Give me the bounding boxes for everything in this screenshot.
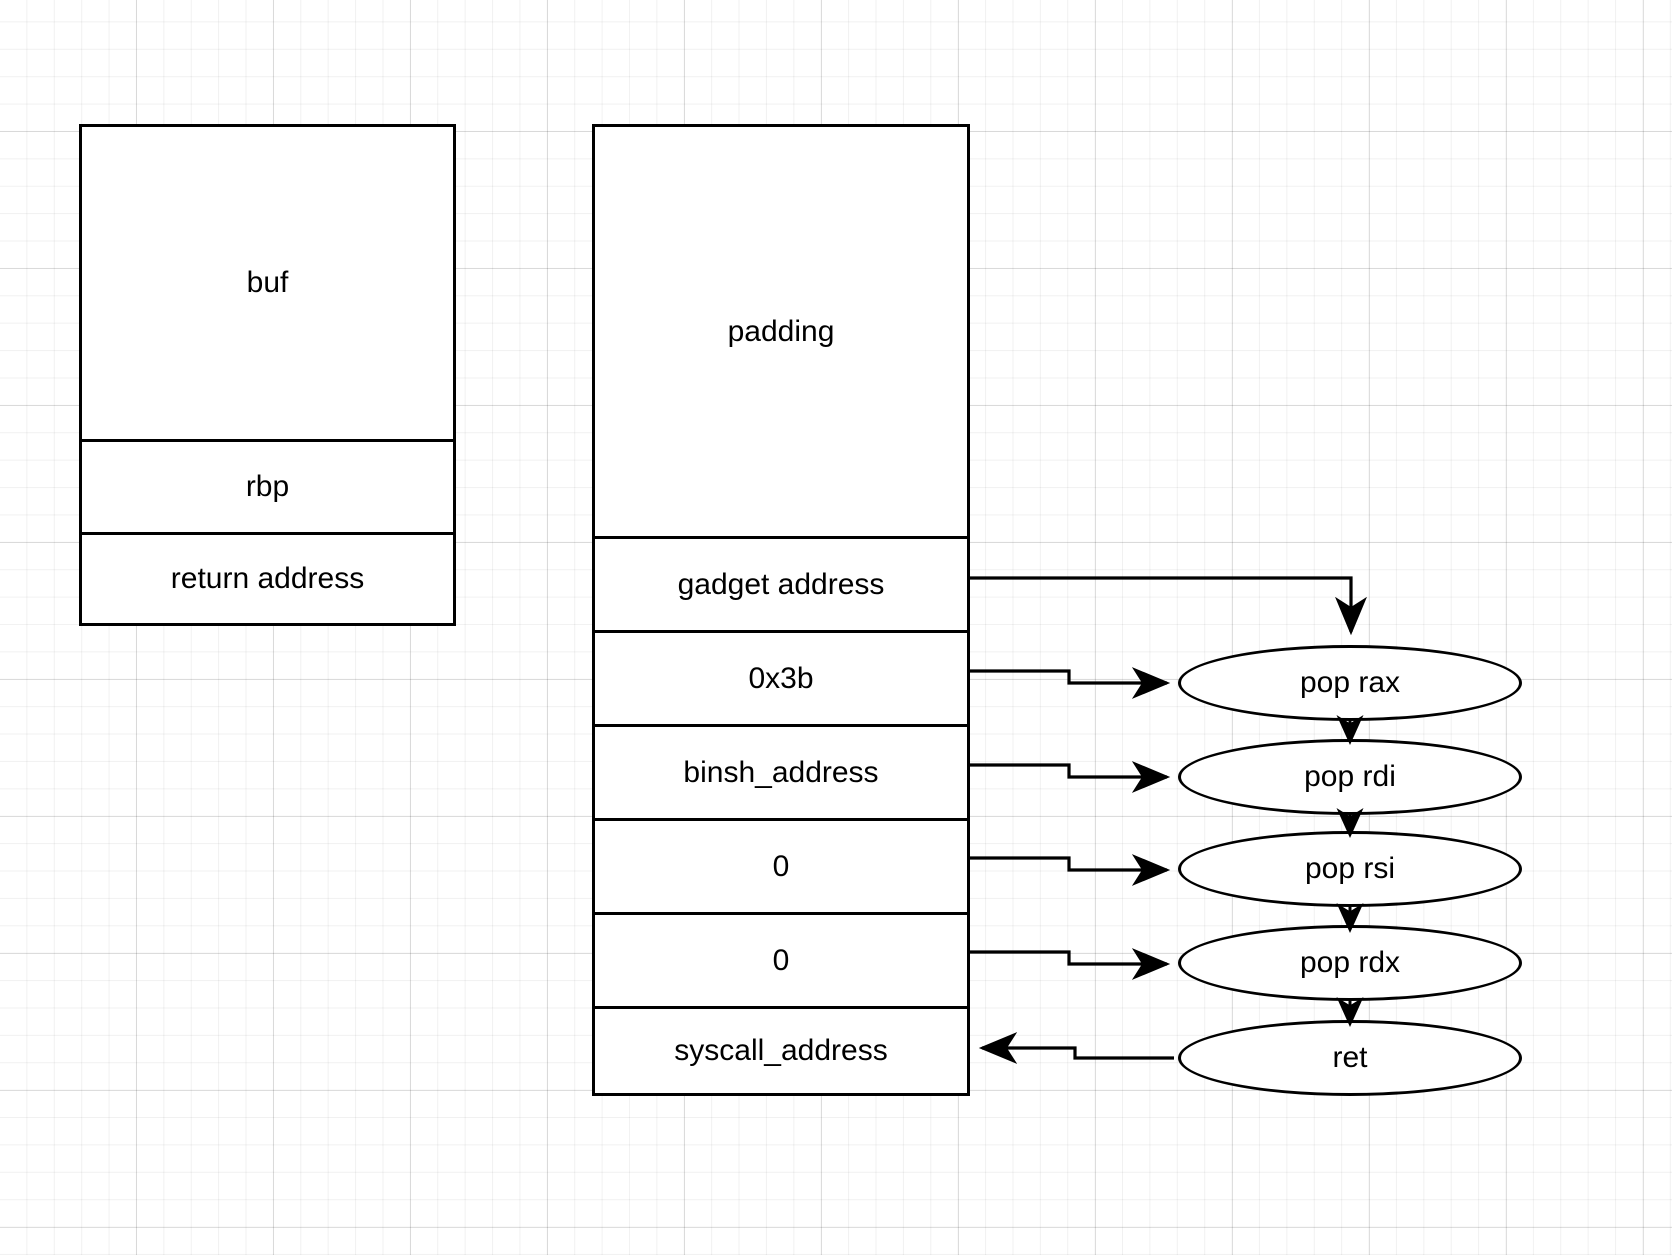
gadget-node-pop-rsi[interactable]: pop rsi xyxy=(1178,831,1522,907)
edge-zero-1-to-pop-rsi xyxy=(970,854,1171,886)
payload-cell-binsh-address[interactable]: binsh_address xyxy=(595,724,967,818)
gadget-node-pop-rax-label: pop rax xyxy=(1299,666,1401,699)
stack-cell-return-address-label: return address xyxy=(170,562,365,595)
gadget-node-ret-label: ret xyxy=(1332,1041,1368,1074)
payload-cell-zero-1[interactable]: 0 xyxy=(595,818,967,912)
payload-cell-gadget-address-label: gadget address xyxy=(677,567,885,601)
payload-cell-zero-2-label: 0 xyxy=(772,943,790,977)
gadget-node-pop-rsi-label: pop rsi xyxy=(1304,852,1396,885)
gadget-node-pop-rdx[interactable]: pop rdx xyxy=(1178,925,1522,1001)
edge-ret-to-syscall-address xyxy=(978,1032,1174,1064)
payload-cell-padding[interactable]: padding xyxy=(595,127,967,536)
edge-gadget-address-to-pop-rax xyxy=(970,576,1367,636)
payload-cell-syscall-address-label: syscall_address xyxy=(674,1033,888,1067)
gadget-node-pop-rdx-label: pop rdx xyxy=(1299,946,1401,979)
stack-cell-rbp-label: rbp xyxy=(245,470,290,503)
stack-cell-buf-label: buf xyxy=(246,266,289,299)
payload-cell-0x3b-label: 0x3b xyxy=(748,661,814,695)
stack-cell-return-address[interactable]: return address xyxy=(82,532,453,623)
payload-cell-binsh-address-label: binsh_address xyxy=(683,755,879,789)
stack-cell-rbp[interactable]: rbp xyxy=(82,439,453,532)
payload-cell-zero-2[interactable]: 0 xyxy=(595,912,967,1006)
payload-cell-gadget-address[interactable]: gadget address xyxy=(595,536,967,630)
gadget-node-pop-rdi-label: pop rdi xyxy=(1304,760,1396,793)
gadget-node-pop-rax[interactable]: pop rax xyxy=(1178,645,1522,721)
gadget-node-ret[interactable]: ret xyxy=(1178,1020,1522,1096)
payload-cell-syscall-address[interactable]: syscall_address xyxy=(595,1006,967,1092)
edge-zero-2-to-pop-rdx xyxy=(970,948,1171,980)
payload-cell-0x3b[interactable]: 0x3b xyxy=(595,630,967,724)
edge-0x3b-to-pop-rax xyxy=(970,667,1171,699)
stack-cell-buf[interactable]: buf xyxy=(82,127,453,439)
rop-payload-stack: padding gadget address 0x3b binsh_addres… xyxy=(592,124,970,1096)
left-stack-frame: buf rbp return address xyxy=(79,124,456,626)
payload-cell-zero-1-label: 0 xyxy=(772,849,790,883)
payload-cell-padding-label: padding xyxy=(727,314,835,348)
edge-binsh-address-to-pop-rdi xyxy=(970,761,1171,793)
gadget-node-pop-rdi[interactable]: pop rdi xyxy=(1178,739,1522,815)
